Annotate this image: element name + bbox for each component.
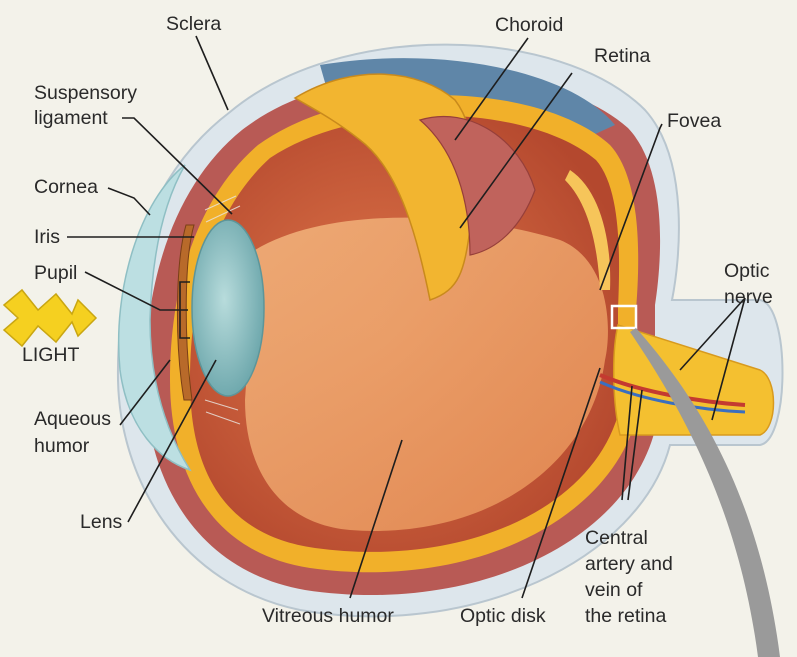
leader-pupil (84, 271, 188, 311)
leader-central-b (627, 389, 643, 501)
label-fovea: Fovea (667, 110, 721, 132)
label-lens: Lens (80, 511, 123, 533)
iris-band (176, 224, 195, 401)
label-vitreous: Vitreous humor (262, 605, 394, 627)
choroid-flap (418, 115, 536, 256)
leader-vitreous (349, 439, 403, 599)
vitreous-body (245, 217, 608, 531)
leader-pupil-bracket (179, 281, 190, 339)
leader-sclera (195, 35, 229, 111)
label-cornea: Cornea (34, 176, 98, 198)
leader-central-a (621, 385, 633, 501)
label-optic-nerve-line2: nerve (724, 286, 773, 308)
leader-suspensory (122, 117, 233, 215)
leader-optic-nerve-a (679, 297, 746, 371)
leader-optic-disk (521, 367, 601, 599)
label-choroid: Choroid (495, 14, 563, 36)
leader-choroid (454, 37, 529, 141)
label-pupil: Pupil (34, 262, 77, 284)
zoom-pointer (630, 328, 780, 657)
label-suspensory-line2: ligament (34, 107, 108, 129)
label-optic-nerve-line1: Optic (724, 260, 770, 282)
leader-fovea (599, 123, 663, 291)
label-aqueous-line1: Aqueous (34, 408, 111, 430)
lens-body (191, 219, 265, 397)
label-optic-disk: Optic disk (460, 605, 546, 627)
fovea-region (565, 170, 611, 290)
label-central-line3: vein of (585, 579, 643, 601)
label-iris: Iris (34, 226, 60, 248)
label-suspensory-line1: Suspensory (34, 82, 137, 104)
light-arrow-icon (2, 288, 98, 348)
cornea-layer (117, 164, 192, 472)
label-central-line4: the retina (585, 605, 666, 627)
retina-flap (293, 73, 475, 301)
central-vein (599, 380, 746, 414)
leader-optic-nerve-b (711, 297, 746, 421)
leader-lens (127, 359, 217, 523)
leader-aqueous (119, 359, 171, 426)
label-retina: Retina (594, 45, 651, 67)
leader-lines (67, 35, 746, 599)
label-central-line1: Central (585, 527, 648, 549)
label-aqueous-line2: humor (34, 435, 90, 457)
label-central-line2: artery and (585, 553, 673, 575)
label-sclera: Sclera (166, 13, 221, 35)
optic-disk-box (610, 304, 638, 330)
leader-cornea (107, 187, 151, 216)
label-light: LIGHT (22, 344, 80, 366)
leader-retina (459, 72, 573, 229)
